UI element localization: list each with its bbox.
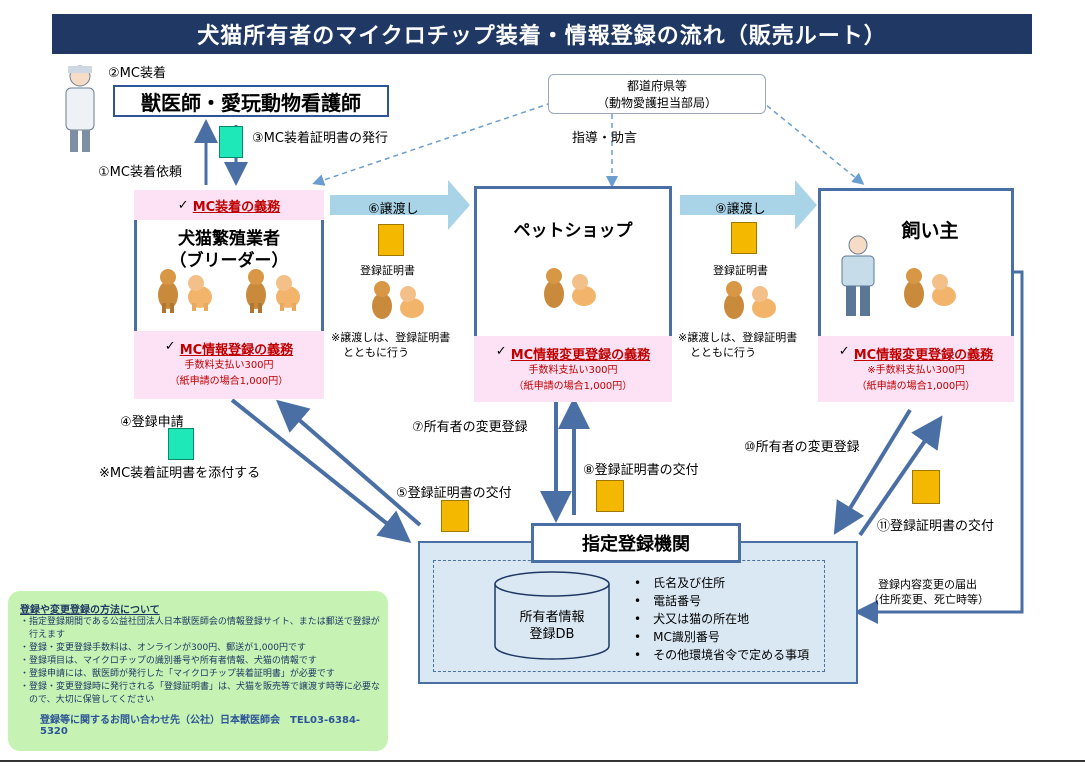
info-line: ・登録申請には、獣医師が発行した「マイクロチップ装着証明書」が必要です — [20, 669, 335, 679]
owner-notice-2: （住所変更、死亡時等） — [868, 593, 989, 606]
registry-panel — [418, 541, 858, 684]
breeder-fee-paper: （紙申請の場合1,000円） — [169, 376, 289, 387]
check-icon: ✓ — [838, 344, 850, 359]
guidance-label: 指導・助言 — [572, 131, 638, 146]
owner-fee-paper: （紙申請の場合1,000円） — [856, 381, 976, 392]
check-icon: ✓ — [495, 344, 507, 359]
registry-title: 指定登録機関 — [531, 523, 741, 563]
certificate-label-1: 登録証明書 — [360, 264, 415, 277]
certificate-icon — [912, 470, 940, 504]
step-8-label: ⑧登録証明書の交付 — [583, 463, 699, 478]
info-box: 登録や変更登録の方法について ・指定登録期間である公益社団法人日本獣医師会の情報… — [8, 591, 388, 751]
db-label-2: 登録DB — [529, 627, 575, 642]
dog-cat-illustration — [158, 269, 300, 313]
step-1-label: ①MC装着依頼 — [98, 165, 182, 180]
prefecture-box: 都道府県等 （動物愛護担当部局） — [548, 74, 766, 114]
step-10-label: ⑩所有者の変更登録 — [744, 440, 860, 455]
step-4-note: ※MC装着証明書を添付する — [99, 466, 261, 481]
vet-box: 獣医師・愛玩動物看護師 — [113, 85, 389, 117]
db-label: 所有者情報 登録DB — [500, 609, 604, 643]
info-line: ので、大切に保管してください — [20, 695, 155, 705]
petshop-fee-paper: （紙申請の場合1,000円） — [513, 381, 633, 392]
mc-certificate-icon — [219, 126, 243, 158]
owner-fee: ※手数料支払い300円 — [867, 365, 965, 376]
breeder-duty-top: ✓ MC装着の義務 — [134, 190, 324, 220]
certificate-icon — [441, 500, 469, 532]
step-2-label: ②MC装着 — [108, 66, 166, 81]
info-line: ・登録項目は、マイクロチップの識別番号や所有者情報、犬猫の情報です — [20, 656, 317, 666]
info-line: ・登録・変更登録時に発行される「登録証明書」は、犬猫を販売等で譲渡す時等に必要な — [20, 682, 381, 692]
dog-cat-illustration — [544, 268, 596, 308]
check-icon: ✓ — [177, 197, 189, 213]
mc-certificate-icon — [168, 428, 194, 460]
breeder-duty-bottom-label: MC情報登録の義務 — [179, 343, 294, 358]
certificate-label-2: 登録証明書 — [713, 264, 768, 277]
registry-items: • 氏名及び住所 • 電話番号 • 犬又は猫の所在地 • MC識別番号 • その… — [634, 574, 809, 664]
breeder-duty-top-label: MC装着の義務 — [192, 199, 281, 215]
list-item: • 氏名及び住所 — [634, 576, 726, 590]
owner-duty: ✓ MC情報変更登録の義務 ※手数料支払い300円 （紙申請の場合1,000円） — [818, 336, 1014, 402]
bottom-divider — [0, 760, 1085, 762]
dog-cat-illustration — [724, 281, 776, 319]
step-5-label: ⑤登録証明書の交付 — [396, 486, 512, 501]
info-line: ・指定登録期間である公益社団法人日本獣医師会の情報登録サイト、または郵送で登録が — [20, 617, 380, 627]
check-icon: ✓ — [164, 339, 176, 354]
owner-name: 飼い主 — [901, 220, 959, 242]
owner-notice-1: 登録内容変更の届出 — [878, 578, 977, 591]
transfer-arrow-2 — [680, 180, 817, 230]
step-3-label: ③MC装着証明書の発行 — [252, 131, 388, 146]
petshop-duty-label: MC情報変更登録の義務 — [510, 348, 651, 363]
page-title: 犬猫所有者のマイクロチップ装着・情報登録の流れ（販売ルート） — [52, 14, 1032, 54]
certificate-icon — [378, 224, 404, 256]
list-item: • MC識別番号 — [634, 630, 720, 644]
transfer-note-1a: ※譲渡しは、登録証明書 — [331, 331, 451, 344]
breeder-name: 犬猫繁殖業者 — [178, 229, 280, 249]
step-4-label: ④登録申請 — [120, 415, 184, 430]
list-item: • 犬又は猫の所在地 — [634, 612, 750, 626]
transfer-note-2a: ※譲渡しは、登録証明書 — [678, 331, 798, 344]
breeder-fee: 手数料支払い300円 — [184, 360, 274, 371]
step-7-label: ⑦所有者の変更登録 — [412, 420, 528, 435]
prefecture-line2: （動物愛護担当部局） — [596, 96, 717, 110]
owner-person-icon — [841, 235, 875, 316]
step-6-label: ⑥譲渡し — [368, 202, 419, 217]
dog-cat-illustration — [372, 281, 424, 319]
transfer-arrow-1 — [330, 180, 470, 230]
breeder-duty-bottom: ✓ MC情報登録の義務 手数料支払い300円 （紙申請の場合1,000円） — [134, 331, 324, 399]
list-item: • その他環境省令で定める事項 — [634, 648, 810, 662]
vet-person-icon — [65, 65, 95, 152]
petshop-name: ペットショップ — [513, 221, 633, 241]
certificate-icon — [731, 222, 757, 254]
step-11-label: ⑪登録証明書の交付 — [877, 519, 995, 534]
transfer-note-1b: とともに行う — [343, 346, 409, 359]
info-contact: 登録等に関するお問い合わせ先（公社）日本獣医師会 TEL03-6384-5320 — [40, 715, 361, 737]
step-9-label: ⑨譲渡し — [715, 202, 766, 217]
transfer-note-2b: とともに行う — [690, 346, 756, 359]
info-heading: 登録や変更登録の方法について — [20, 605, 160, 616]
database-icon — [494, 571, 610, 660]
db-label-1: 所有者情報 — [519, 610, 585, 625]
petshop-fee: 手数料支払い300円 — [528, 365, 618, 376]
list-item: • 電話番号 — [634, 594, 702, 608]
dog-cat-illustration — [904, 268, 956, 308]
breeder-name-sub: （ブリーダー） — [169, 251, 289, 271]
certificate-icon — [596, 480, 624, 512]
owner-duty-label: MC情報変更登録の義務 — [853, 348, 994, 363]
info-line: 行えます — [20, 630, 66, 640]
prefecture-line1: 都道府県等 — [626, 79, 687, 93]
info-line: ・登録・変更登録手数料は、オンラインが300円、郵送が1,000円です — [20, 643, 306, 653]
petshop-duty: ✓ MC情報変更登録の義務 手数料支払い300円 （紙申請の場合1,000円） — [474, 336, 672, 402]
